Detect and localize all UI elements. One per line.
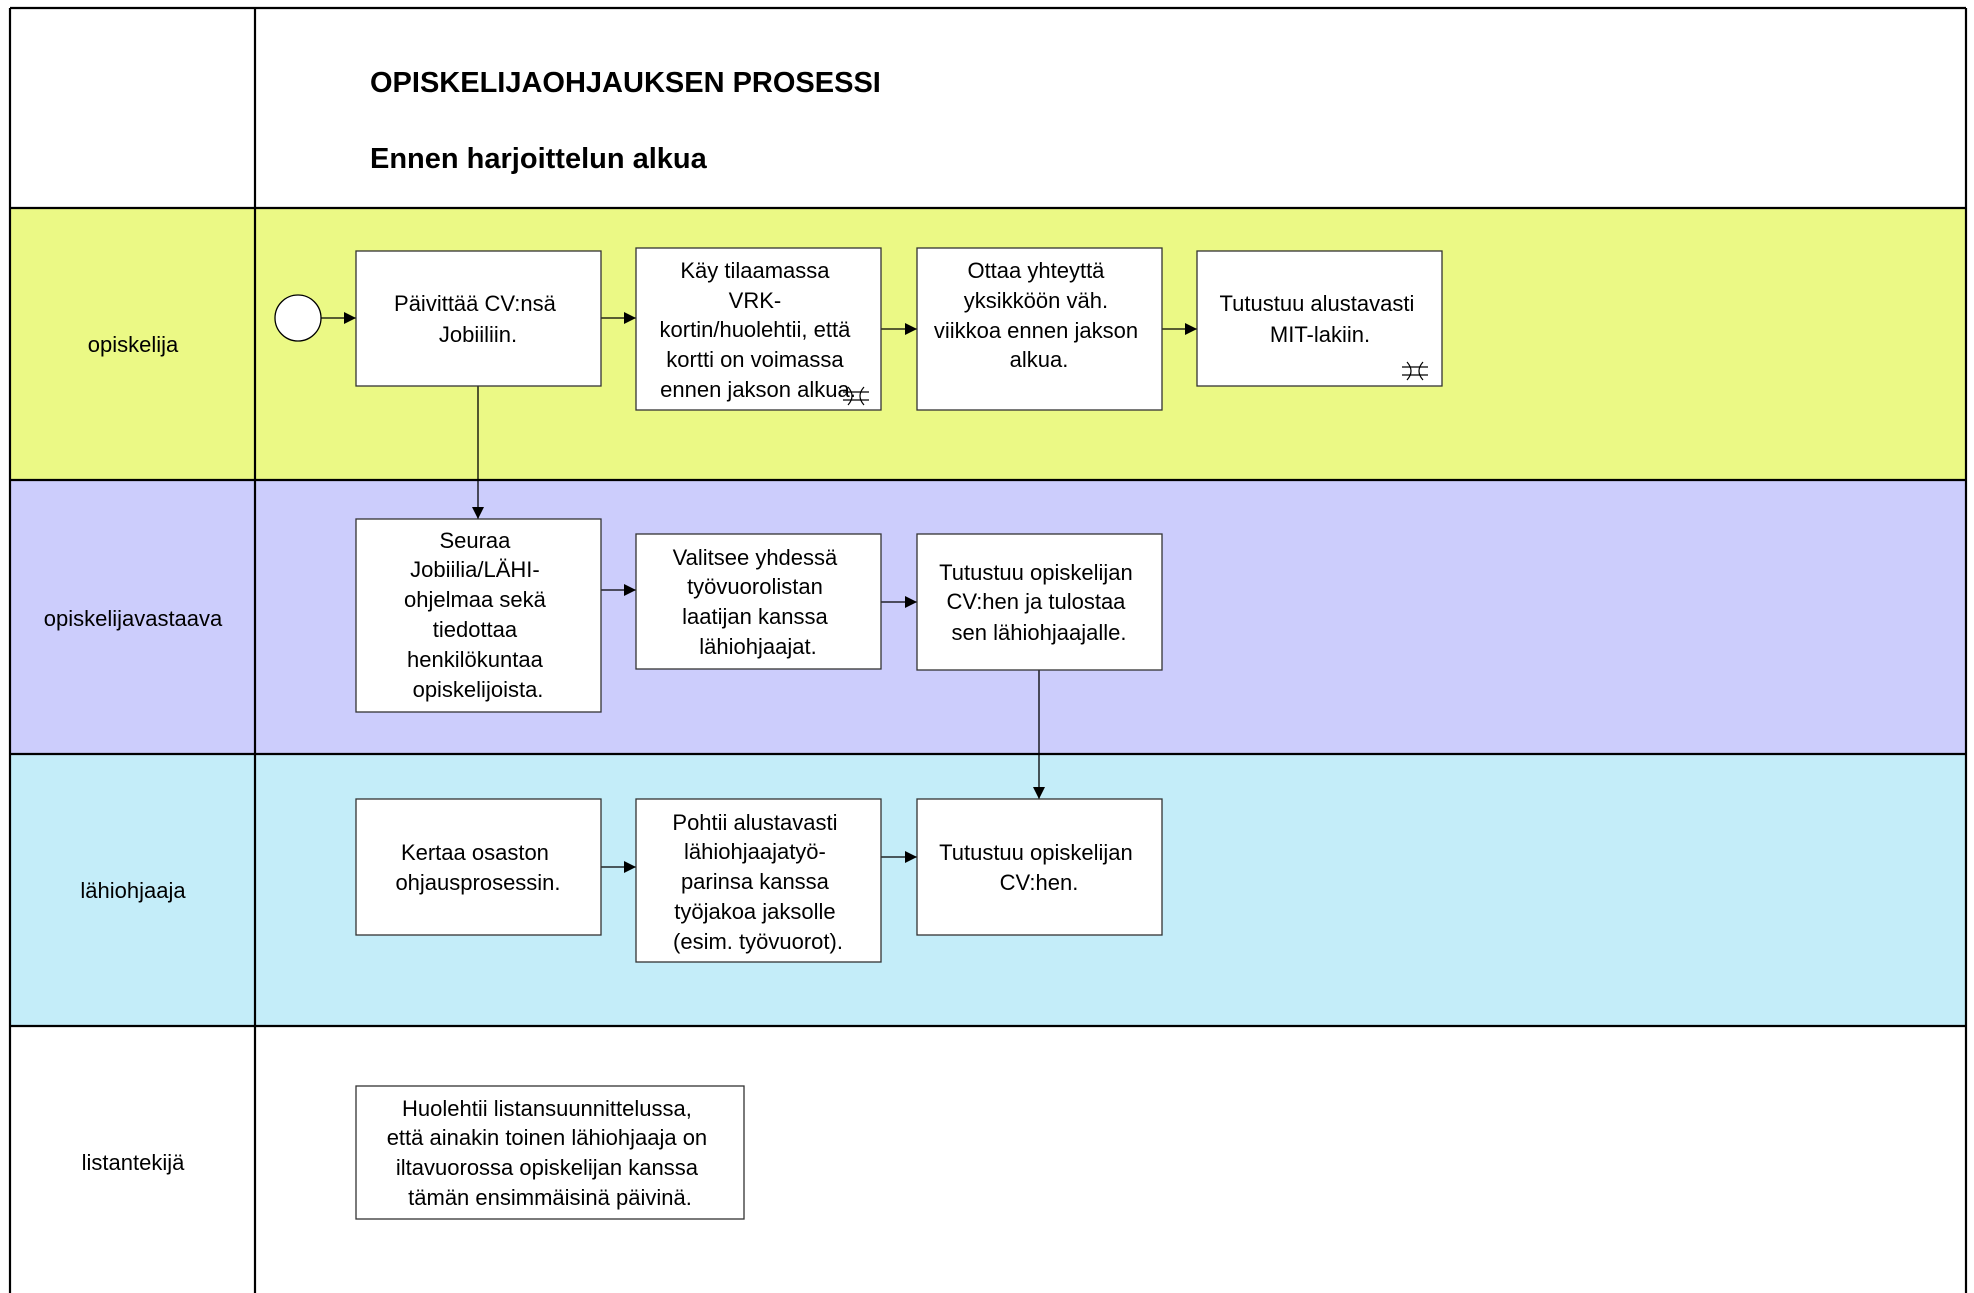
lane-label-lahiohjaaja: lähiohjaaja bbox=[80, 878, 186, 903]
loop-marker-icon bbox=[1402, 361, 1428, 381]
svg-text:Tutustuu opiskelijan CV:: Tutustuu opiskelijan CV:hen ja tulostaa … bbox=[939, 560, 1139, 645]
svg-text:Seuraa Jobiilia/LÄHI-: Seuraa Jobiilia/LÄHI- ohjelmaa sekä tied… bbox=[404, 528, 552, 702]
loop-marker-icon bbox=[843, 386, 869, 406]
task-ottaa-yhteytta: Ottaa yhteyttä yksikköön väh. viikkoa en… bbox=[916, 247, 1163, 411]
task-pohtii-tyojakoa: Pohtii alustavasti lähiohjaajatyö- parin… bbox=[635, 798, 882, 963]
task-seuraa-jobiilia: Seuraa Jobiilia/LÄHI- ohjelmaa sekä tied… bbox=[355, 518, 602, 713]
svg-text:Päivittää CV:nsä Jobiili: Päivittää CV:nsä Jobiiliin. bbox=[394, 291, 562, 347]
svg-text:Tutustuu alustavasti MIT: Tutustuu alustavasti MIT-lakiin. bbox=[1220, 291, 1421, 347]
svg-text:Pohtii alustavasti lähio: Pohtii alustavasti lähiohjaajatyö- parin… bbox=[672, 810, 843, 954]
sequence-flows bbox=[321, 312, 1197, 873]
start-event bbox=[274, 294, 322, 342]
lane-bg-listantekija bbox=[10, 1026, 1966, 1293]
task-tutustuu-cv-tulostaa: Tutustuu opiskelijan CV:hen ja tulostaa … bbox=[916, 533, 1163, 671]
svg-text:Käy tilaamassa VRK-: Käy tilaamassa VRK- kortin/huolehtii, et… bbox=[660, 258, 857, 402]
lane-label-opiskelijavastaava: opiskelijavastaava bbox=[44, 606, 223, 631]
lane-label-opiskelija: opiskelija bbox=[88, 332, 179, 357]
svg-text:Huolehtii listansuunnittelussa: Huolehtii listansuunnittelussa, että ain… bbox=[387, 1096, 714, 1210]
task-vrk-kortti: Käy tilaamassa VRK- kortin/huolehtii, et… bbox=[635, 247, 882, 411]
task-valitsee-lahiohjaajat: Valitsee yhdessä työvuorolistan laatijan… bbox=[635, 533, 882, 670]
task-paivittaa-cv: Päivittää CV:nsä Jobiiliin. bbox=[355, 250, 602, 387]
task-mit-laki: Tutustuu alustavasti MIT-lakiin. bbox=[1196, 250, 1443, 387]
svg-text:Valitsee yhdessä työvuor: Valitsee yhdessä työvuorolistan laatijan… bbox=[673, 545, 844, 659]
diagram-title: OPISKELIJAOHJAUKSEN PROSESSI bbox=[370, 67, 881, 99]
lane-label-listantekija: listantekijä bbox=[82, 1150, 185, 1175]
task-tutustuu-cv: Tutustuu opiskelijan CV:hen. bbox=[916, 798, 1163, 936]
svg-text:Ottaa yhteyttä yksikköön: Ottaa yhteyttä yksikköön väh. viikkoa en… bbox=[934, 258, 1144, 372]
task-kertaa-ohjausprosessin: Kertaa osaston ohjausprosessin. bbox=[355, 798, 602, 936]
svg-text:Kertaa osaston ohjauspro: Kertaa osaston ohjausprosessin. bbox=[395, 840, 560, 895]
task-huolehtii-listansuunnittelussa: Huolehtii listansuunnittelussa, että ain… bbox=[355, 1085, 745, 1220]
pool-grid bbox=[8, 6, 1968, 1293]
svg-text:Tutustuu opiskelijan CV:: Tutustuu opiskelijan CV:hen. bbox=[939, 840, 1139, 895]
diagram-subtitle: Ennen harjoittelun alkua bbox=[370, 143, 708, 175]
